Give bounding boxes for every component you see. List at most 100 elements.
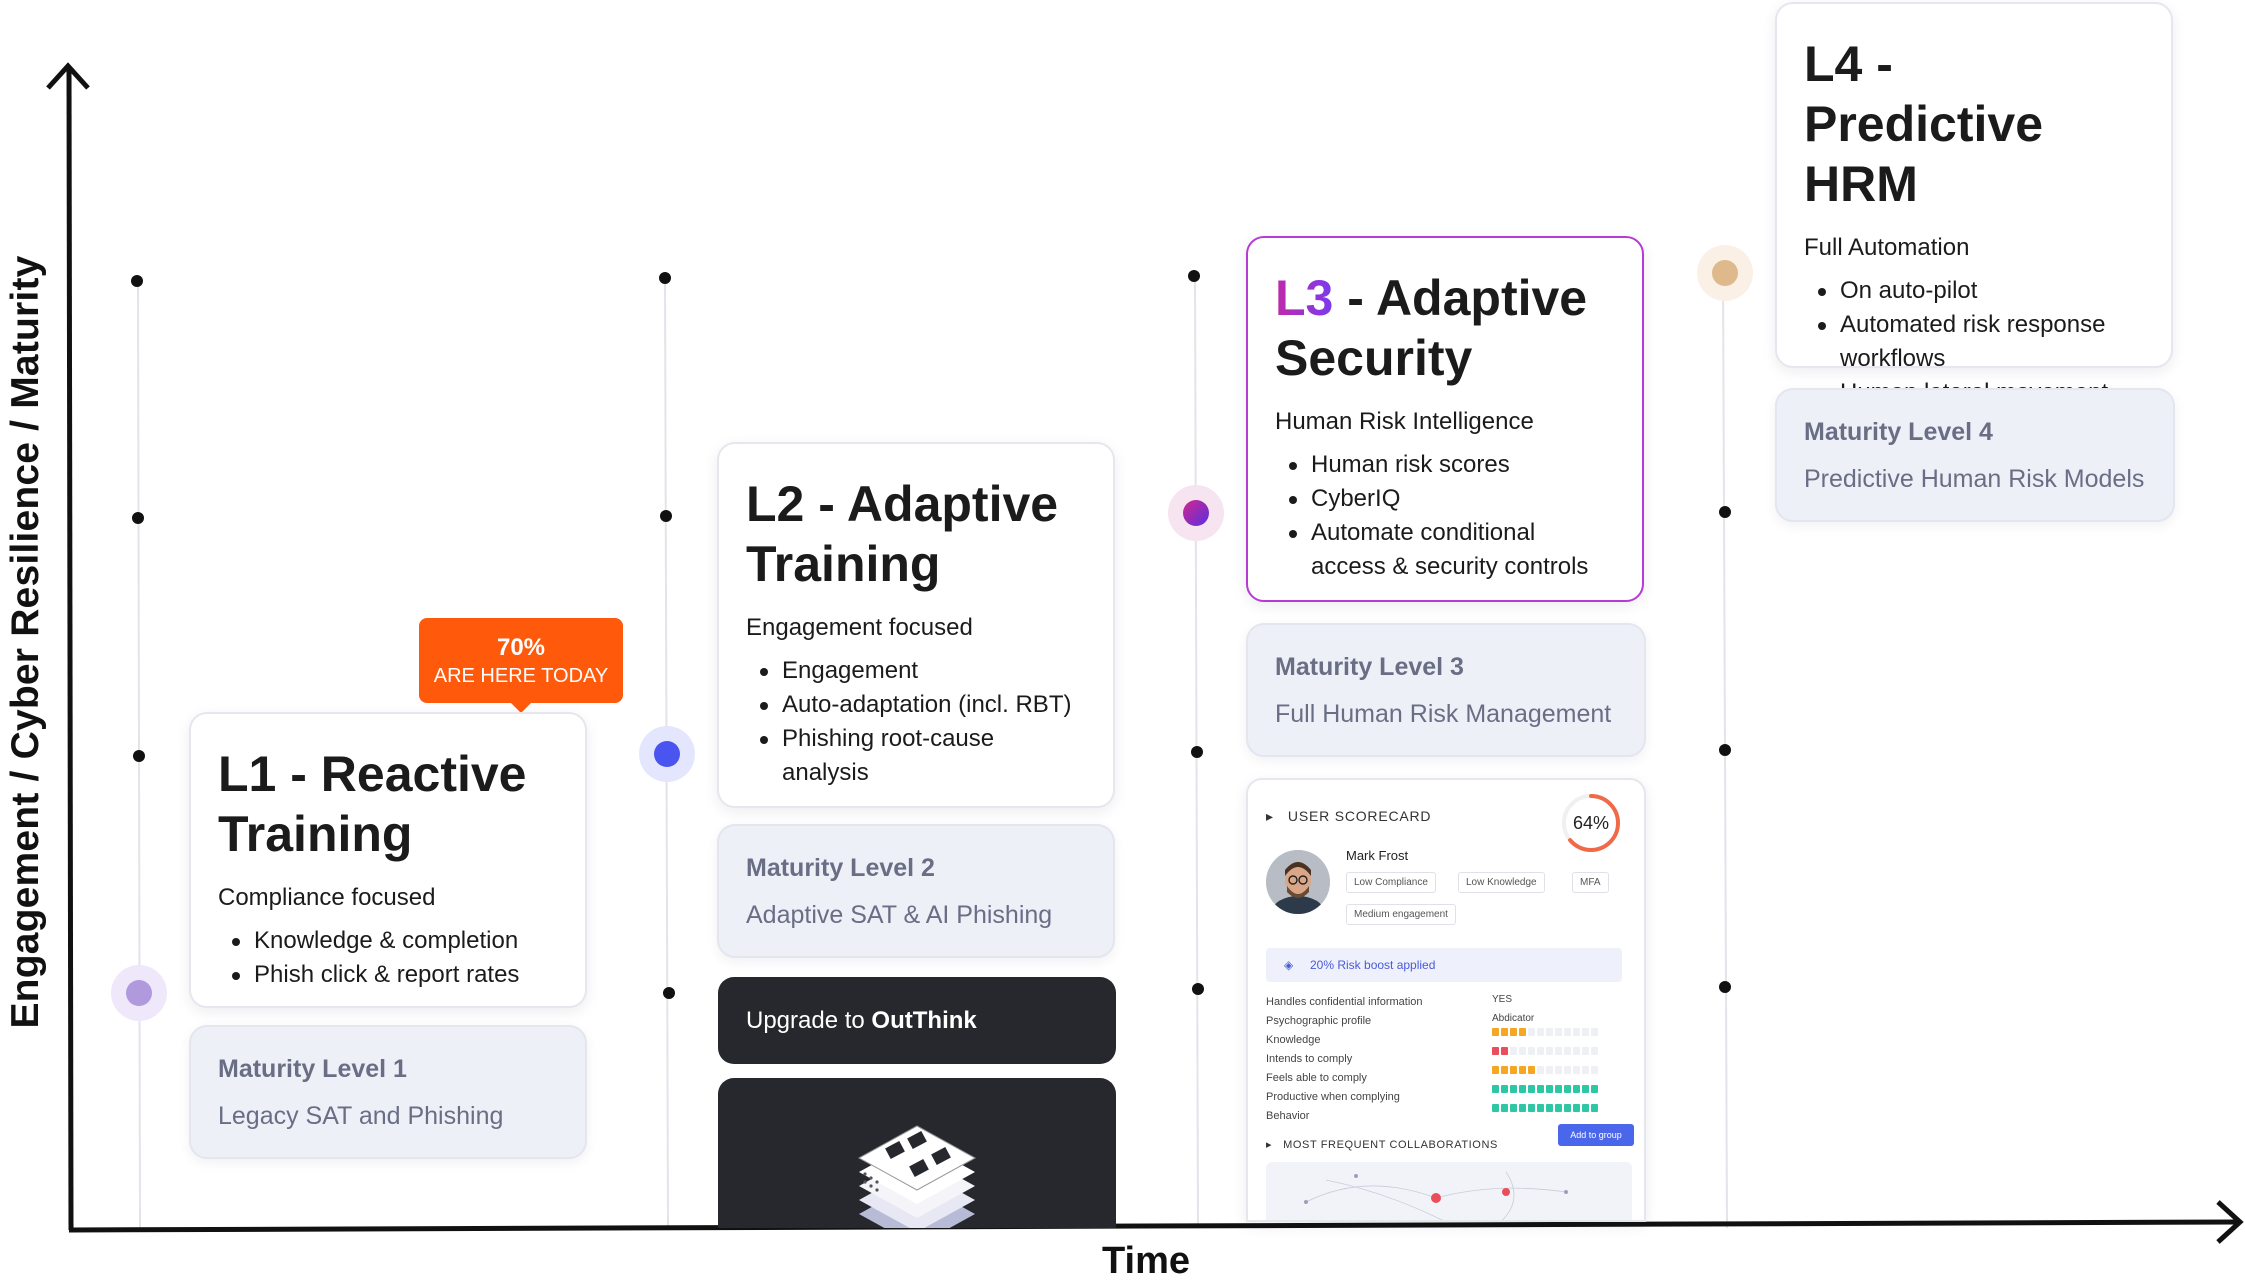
collaborations-header-label: MOST FREQUENT COLLABORATIONS	[1283, 1139, 1498, 1151]
factor-bar-segment	[1555, 1066, 1562, 1074]
user-tag: MFA	[1572, 872, 1609, 893]
factor-bar-segment	[1510, 1104, 1517, 1112]
adoption-badge: 70% ARE HERE TODAY	[419, 618, 623, 713]
factor-bar-segment	[1519, 1028, 1526, 1036]
factor-bar-segment	[1528, 1085, 1535, 1093]
collaborations-header[interactable]: ▸ MOST FREQUENT COLLABORATIONS	[1266, 1138, 1498, 1151]
maturity-level-3-card: Maturity Level 3 Full Human Risk Managem…	[1246, 623, 1646, 757]
user-avatar	[1266, 850, 1330, 914]
factor-bar-segment	[1591, 1028, 1598, 1036]
factor-bar-segment	[1501, 1047, 1508, 1055]
x-axis-label: Time	[1101, 1240, 1191, 1282]
factor-bar-segment	[1591, 1047, 1598, 1055]
scorecard-header[interactable]: ▸ USER SCORECARD	[1266, 808, 1431, 825]
factor-bar-segment	[1546, 1104, 1553, 1112]
factor-bars	[1492, 1047, 1598, 1055]
factor-bar-segment	[1492, 1104, 1499, 1112]
user-tag: Medium engagement	[1346, 904, 1456, 925]
factor-bar-segment	[1528, 1066, 1535, 1074]
factor-bars	[1492, 1028, 1598, 1036]
level-1-bullets: Knowledge & completion Phish click & rep…	[218, 924, 558, 992]
layers-icon	[857, 1125, 977, 1228]
factor-bar-segment	[1591, 1085, 1598, 1093]
factor-bars	[1492, 1085, 1598, 1093]
level-2-bullet: Auto-adaptation (incl. RBT)	[746, 688, 1086, 722]
factor-bar-segment	[1492, 1066, 1499, 1074]
factor-bar-segment	[1519, 1104, 1526, 1112]
factor-bar-segment	[1591, 1104, 1598, 1112]
upgrade-brand: OutThink	[871, 1007, 977, 1034]
level-4-bullet: Automated risk response workflows	[1804, 308, 2144, 376]
level-3-bullet: Automate conditional access & security c…	[1275, 516, 1615, 584]
factor-bar-segment	[1492, 1047, 1499, 1055]
factor-bar-segment	[1492, 1085, 1499, 1093]
factor-bar-segment	[1582, 1047, 1589, 1055]
factor-bar-segment	[1528, 1104, 1535, 1112]
maturity-level-2-title: Maturity Level 2	[746, 854, 935, 882]
maturity-level-4-subtitle: Predictive Human Risk Models	[1804, 465, 2145, 493]
factor-label: Knowledge	[1266, 1034, 1321, 1046]
drop-icon: ◈	[1284, 958, 1294, 972]
user-scorecard: ▸ USER SCORECARD 64% Mark Frost Low Comp…	[1246, 778, 1646, 1222]
level-2-title: L2 - Adaptive Training	[746, 476, 1059, 592]
factor-label: Handles confidential information	[1266, 996, 1423, 1008]
factor-bar-segment	[1546, 1085, 1553, 1093]
factor-bar-segment	[1555, 1104, 1562, 1112]
caret-right-icon: ▸	[1266, 808, 1288, 824]
factor-bar-segment	[1501, 1066, 1508, 1074]
maturity-level-4-card: Maturity Level 4 Predictive Human Risk M…	[1775, 388, 2175, 522]
level-2-bullets: Engagement Auto-adaptation (incl. RBT) P…	[746, 654, 1086, 790]
score-ring	[1562, 794, 1620, 852]
level-4-card: L4 - Predictive HRM Full Automation On a…	[1775, 2, 2173, 406]
factor-bar-segment	[1573, 1085, 1580, 1093]
level-2-focus: Engagement focused	[746, 614, 973, 641]
factor-bar-segment	[1501, 1104, 1508, 1112]
level-3-bullet: CyberIQ	[1275, 482, 1615, 516]
factor-bar-segment	[1564, 1028, 1571, 1036]
level-3-title-prefix: L3	[1275, 270, 1334, 326]
y-axis-label: Engagement / Cyber Resilience / Maturity	[4, 255, 47, 1029]
factor-bar-segment	[1555, 1028, 1562, 1036]
badge-text: ARE HERE TODAY	[433, 665, 609, 687]
factor-bar-segment	[1492, 1028, 1499, 1036]
factor-label: Psychographic profile	[1266, 1015, 1372, 1027]
badge-pointer	[510, 702, 532, 713]
factor-bar-segment	[1537, 1028, 1544, 1036]
scorecard-header-label: USER SCORECARD	[1287, 808, 1432, 824]
level-3-bullets: Human risk scores CyberIQ Automate condi…	[1275, 448, 1615, 584]
factor-bar-segment	[1573, 1066, 1580, 1074]
factor-bar-segment	[1510, 1085, 1517, 1093]
maturity-level-4-title: Maturity Level 4	[1804, 418, 1993, 446]
factor-bar-segment	[1501, 1028, 1508, 1036]
risk-boost-label: 20% Risk boost applied	[1310, 958, 1436, 972]
user-name: Mark Frost	[1346, 848, 1409, 863]
level-2-bullet: Engagement	[746, 654, 1086, 688]
factor-bar-segment	[1573, 1028, 1580, 1036]
factor-label: Behavior	[1266, 1110, 1310, 1122]
factor-bar-segment	[1510, 1066, 1517, 1074]
upgrade-prefix: Upgrade to	[746, 1007, 872, 1034]
factor-value: YES	[1492, 994, 1513, 1005]
add-to-group-button[interactable]: Add to group	[1558, 1124, 1634, 1146]
factor-bar-segment	[1573, 1047, 1580, 1055]
level-3-focus: Human Risk Intelligence	[1275, 408, 1534, 435]
factor-bar-segment	[1564, 1104, 1571, 1112]
upgrade-button[interactable]: Upgrade to OutThink	[718, 977, 1116, 1064]
factor-bar-segment	[1537, 1104, 1544, 1112]
factor-bar-segment	[1537, 1047, 1544, 1055]
level-1-focus: Compliance focused	[218, 884, 436, 911]
factor-bar-segment	[1582, 1066, 1589, 1074]
factor-bar-segment	[1519, 1047, 1526, 1055]
factor-label: Intends to comply	[1266, 1053, 1353, 1065]
factor-bars	[1492, 1066, 1598, 1074]
score-value: 64%	[1572, 813, 1610, 833]
factor-bar-segment	[1501, 1085, 1508, 1093]
maturity-level-1-card: Maturity Level 1 Legacy SAT and Phishing	[189, 1025, 587, 1159]
factor-bar-segment	[1546, 1047, 1553, 1055]
maturity-level-1-title: Maturity Level 1	[218, 1055, 407, 1083]
level-2-card: L2 - Adaptive Training Engagement focuse…	[717, 442, 1115, 808]
factor-bar-segment	[1510, 1047, 1517, 1055]
product-illustration-card	[718, 1078, 1116, 1228]
factor-bar-segment	[1546, 1066, 1553, 1074]
